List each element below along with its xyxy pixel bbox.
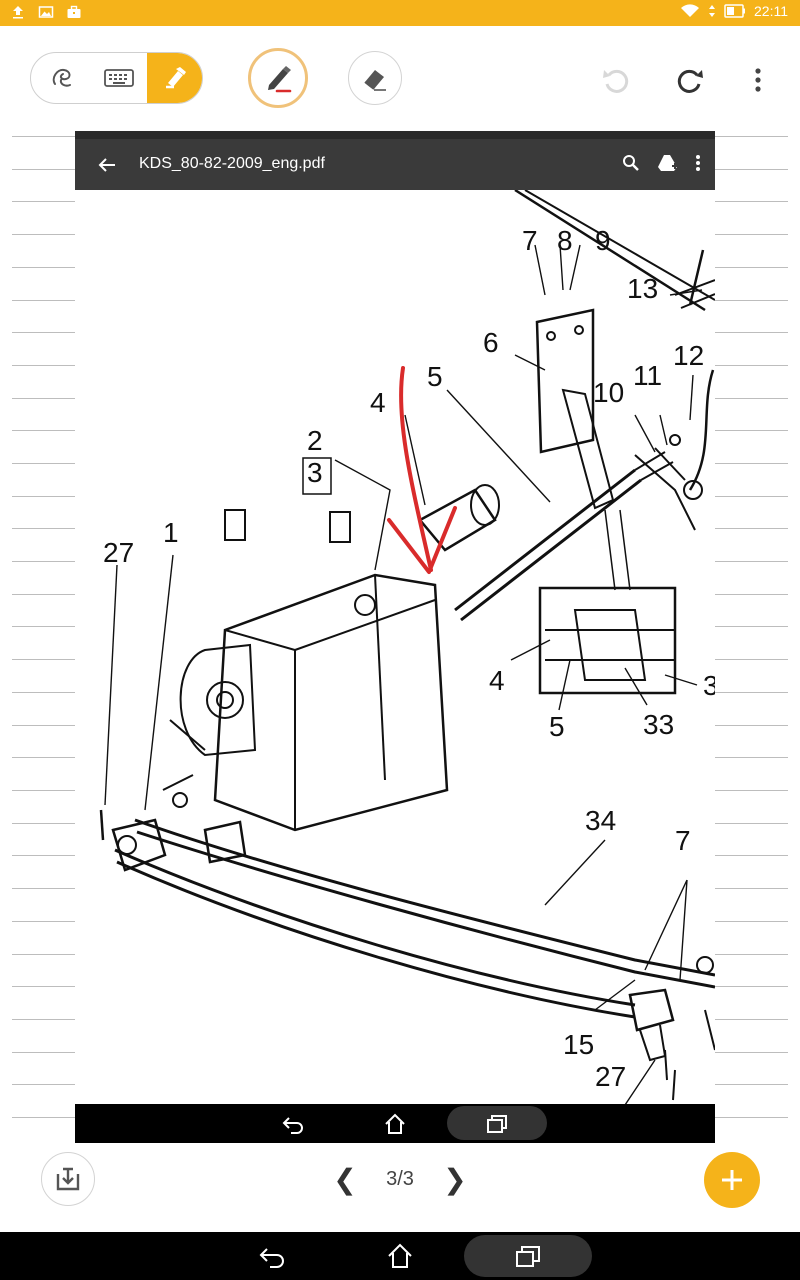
screenshot-nav-bar: [75, 1104, 715, 1143]
label-27-lower: 27: [595, 1061, 626, 1092]
label-7: 7: [522, 225, 538, 256]
import-button[interactable]: [41, 1152, 95, 1206]
upload-icon: [13, 6, 23, 19]
screenshot-status-bar: [75, 131, 715, 139]
home-nav-icon: [385, 1113, 405, 1134]
redo-icon: [677, 69, 703, 93]
briefcase-icon: [67, 5, 81, 18]
label-9: 9: [595, 225, 611, 256]
label-1: 1: [163, 517, 179, 548]
label-34: 34: [585, 805, 616, 836]
pen-icon: [268, 66, 292, 93]
gallery-icon: [38, 6, 54, 18]
highlighter-icon: [166, 67, 186, 89]
overflow-menu-button[interactable]: [740, 62, 776, 98]
screenshot-app-bar: KDS_80-82-2009_eng.pdf: [75, 139, 715, 190]
undo-button[interactable]: [598, 62, 634, 98]
plus-icon: [722, 1170, 742, 1190]
home-button[interactable]: [386, 1242, 414, 1270]
label-7-lower: 7: [675, 825, 691, 856]
label-15: 15: [563, 1029, 594, 1060]
label-3: 3: [307, 457, 323, 488]
editor-toolbar: [0, 26, 800, 130]
label-3-inset: 3: [703, 670, 715, 701]
status-bar: 22:11: [0, 0, 800, 26]
data-arrows-icon: [709, 5, 715, 17]
page-navigator: ❮ 3/3 ❯: [330, 1163, 470, 1195]
lasso-mode-button[interactable]: [35, 53, 91, 103]
label-8: 8: [557, 225, 573, 256]
screenshot-document-title: KDS_80-82-2009_eng.pdf: [139, 155, 325, 172]
back-nav-icon: [282, 1117, 303, 1134]
label-33: 33: [643, 709, 674, 740]
prev-page-button[interactable]: ❮: [333, 1163, 357, 1195]
wifi-icon: [681, 4, 699, 17]
recents-button[interactable]: [514, 1242, 542, 1270]
more-vert-icon: [755, 68, 761, 92]
label-5-inset: 5: [549, 711, 565, 742]
undo-icon: [603, 69, 629, 93]
label-4: 4: [370, 387, 386, 418]
pen-tool-button[interactable]: [248, 48, 308, 108]
label-4-inset: 4: [489, 665, 505, 696]
input-mode-group: [30, 52, 203, 104]
label-13: 13: [627, 273, 658, 304]
page-indicator: 3/3: [386, 1167, 414, 1190]
battery-icon: [724, 4, 745, 18]
label-27: 27: [103, 537, 134, 568]
add-page-button[interactable]: [704, 1152, 760, 1208]
label-2: 2: [307, 425, 323, 456]
recents-nav-icon: [487, 1115, 507, 1133]
keyboard-icon: [104, 69, 134, 87]
search-icon: [623, 155, 639, 171]
label-5: 5: [427, 361, 443, 392]
redo-button[interactable]: [672, 62, 708, 98]
back-button[interactable]: [258, 1242, 286, 1270]
label-12: 12: [673, 340, 704, 371]
eraser-tool-button[interactable]: [348, 51, 402, 105]
bottom-bar: ❮ 3/3 ❯: [0, 1150, 800, 1232]
parts-diagram: 7 8 9 13 6 5 12 4 10 11 2 3 1 27 4 5 33 …: [99, 190, 715, 1104]
pasted-screenshot[interactable]: KDS_80-82-2009_eng.pdf: [75, 131, 715, 1143]
label-11: 11: [633, 360, 662, 391]
lasso-icon: [52, 68, 71, 87]
back-arrow-icon: [98, 158, 115, 172]
clock: 22:11: [754, 3, 788, 19]
system-nav-bar: [0, 1232, 800, 1280]
highlighter-mode-button[interactable]: [147, 53, 202, 103]
label-6: 6: [483, 327, 499, 358]
more-vert-icon: [696, 155, 700, 171]
next-page-button[interactable]: ❯: [443, 1163, 467, 1195]
eraser-icon: [364, 70, 386, 91]
label-10: 10: [593, 377, 624, 408]
red-annotation-arrow: [387, 366, 457, 574]
drive-add-icon: [658, 155, 678, 171]
keyboard-mode-button[interactable]: [91, 53, 147, 103]
import-icon: [56, 1167, 80, 1191]
